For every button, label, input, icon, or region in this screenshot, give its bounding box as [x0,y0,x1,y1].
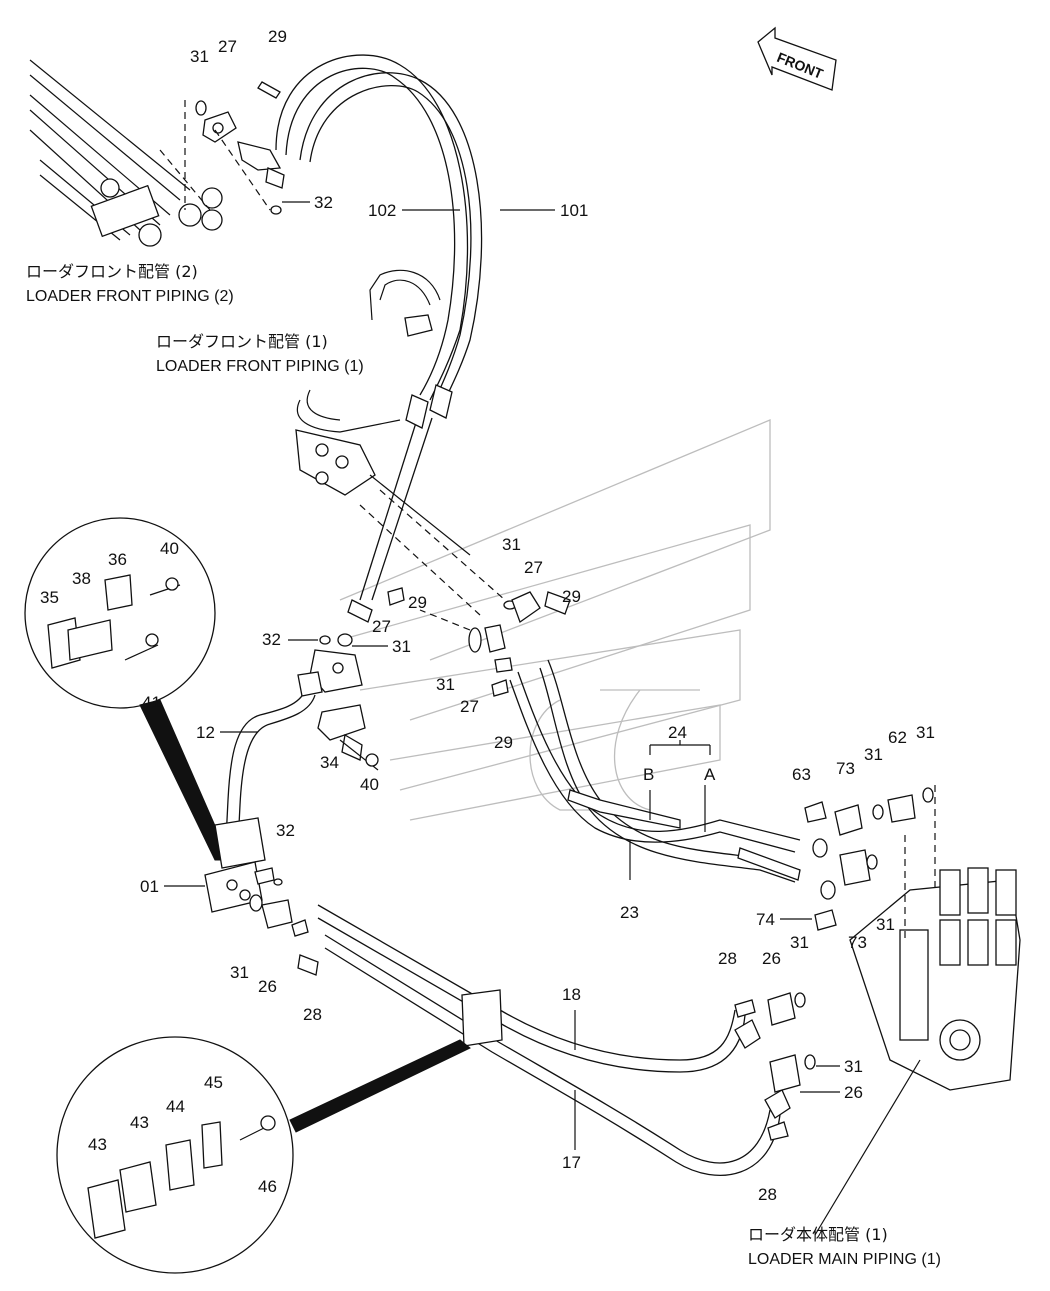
part-label: 28 [303,1005,322,1024]
detail-circle-clamp [24,517,231,861]
part-label: 29 [494,733,513,752]
part-label: 31 [502,535,521,554]
part-label: 43 [130,1113,149,1132]
part-label: 35 [40,588,59,607]
part-label: 31 [230,963,249,982]
part-label: 63 [792,765,811,784]
part-label: A [704,765,716,784]
hoses-23-24 [509,659,836,900]
part-label: 31 [844,1057,863,1076]
part-label: 31 [876,915,895,934]
part-label: 32 [314,193,333,212]
pipes-17-18 [249,894,791,1176]
part-label: 45 [204,1073,223,1092]
part-label: 74 [756,910,775,929]
part-label: 62 [888,728,907,747]
part-label: 27 [218,37,237,56]
part-label: 73 [836,759,855,778]
loader-front-piping-2 [29,59,223,247]
caption-front-piping-2-jp: ローダフロント配管 (2) [26,262,198,281]
part-label: 41 [142,693,161,712]
part-label: 32 [262,630,281,649]
part-label: 38 [72,569,91,588]
part-label: 18 [562,985,581,1004]
detail-circle-clamp-2 [56,1036,294,1274]
part-label: 36 [108,550,127,569]
part-label: 28 [758,1185,777,1204]
part-label: 34 [320,753,339,772]
part-label: 12 [196,723,215,742]
part-label: 27 [460,697,479,716]
part-label: 40 [160,539,179,558]
part-label: 44 [166,1097,185,1116]
part-label: 24 [668,723,687,742]
caption-front-piping-1-jp: ローダフロント配管 (1) [156,332,328,351]
part-label: 23 [620,903,639,922]
part-label: 73 [848,933,867,952]
caption-main-piping-jp: ローダ本体配管 (1) [748,1225,888,1244]
part-label: 27 [524,558,543,577]
control-valve-assembly [734,785,1021,1236]
part-label: 101 [560,201,588,220]
part-label: 29 [268,27,287,46]
part-label: 31 [392,637,411,656]
caption-front-piping-2-en: LOADER FRONT PIPING (2) [26,288,234,305]
part-label: 26 [844,1083,863,1102]
caption-front-piping-1-en: LOADER FRONT PIPING (1) [156,358,364,375]
part-label: 32 [276,821,295,840]
part-label: 26 [258,977,277,996]
front-arrow: FRONT [757,26,837,91]
part-label: 31 [436,675,455,694]
part-label: 27 [372,617,391,636]
part-label: 17 [562,1153,581,1172]
part-label: 01 [140,877,159,896]
part-label: 31 [190,47,209,66]
mid-fittings [309,587,571,697]
part-label: 46 [258,1177,277,1196]
part-label: 28 [718,949,737,968]
part-label: 102 [368,201,396,220]
part-label: 29 [408,593,427,612]
upper-fittings [184,81,285,215]
part-label: 29 [562,587,581,606]
part-label: B [643,765,654,784]
part-label: 31 [916,723,935,742]
watermark-logo [339,419,771,821]
pipe-12-block-01 [204,671,379,913]
part-label: 43 [88,1135,107,1154]
loader-front-piping-1 [295,269,506,616]
part-label: 31 [790,933,809,952]
part-label: 40 [360,775,379,794]
hoses-101-102 [275,54,483,601]
part-label: 31 [864,745,883,764]
part-label: 26 [762,949,781,968]
caption-main-piping-en: LOADER MAIN PIPING (1) [748,1251,941,1268]
